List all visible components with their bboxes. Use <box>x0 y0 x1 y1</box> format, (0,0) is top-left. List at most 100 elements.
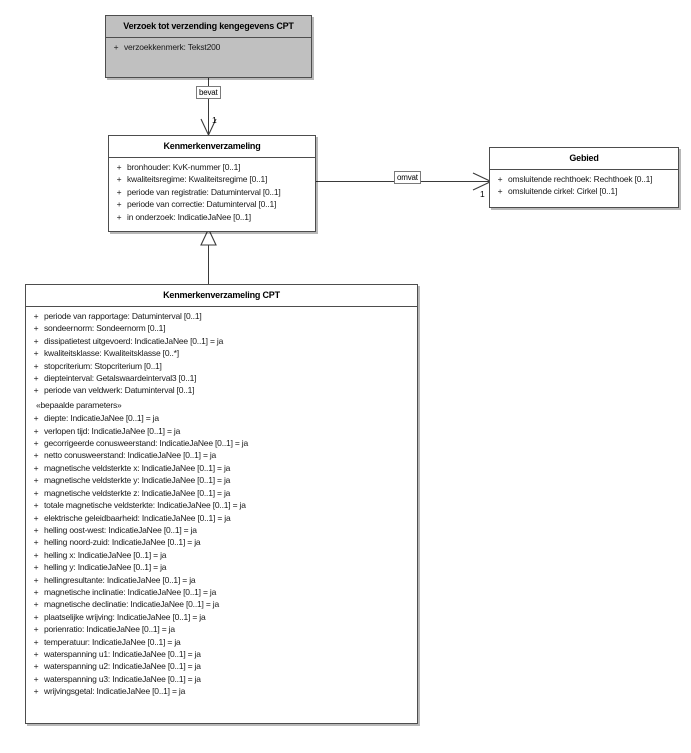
class-box-kenmerkenverzameling[interactable]: Kenmerkenverzameling + bronhouder: KvK-n… <box>108 135 316 232</box>
attribute-text: helling y: IndicatieJaNee [0..1] = ja <box>44 562 167 573</box>
attribute-visibility: + <box>33 425 39 436</box>
attribute-row: +helling oost-west: IndicatieJaNee [0..1… <box>28 524 415 536</box>
attribute-visibility: + <box>33 413 39 424</box>
attribute-text: kwaliteitsklasse: Kwaliteitsklasse [0..*… <box>44 348 179 359</box>
attribute-row: +temperatuur: IndicatieJaNee [0..1] = ja <box>28 636 415 648</box>
attribute-visibility: + <box>116 174 122 185</box>
attribute-visibility: + <box>33 549 39 560</box>
attribute-row: +stopcriterium: Stopcriterium [0..1] <box>28 360 415 372</box>
attribute-row: + magnetische inclinatie: IndicatieJaNee … <box>28 586 415 598</box>
attribute-row: + elektrische geleidbaarheid: IndicatieJa… <box>28 512 415 524</box>
attribute-visibility: + <box>33 323 39 334</box>
attribute-row: + diepteinterval: Getalswaardeinterval3 [… <box>28 372 415 384</box>
attribute-visibility: + <box>497 186 503 197</box>
edge-multiplicity-omvat: 1 <box>480 189 485 199</box>
attribute-text: elektrische geleidbaarheid: IndicatieJaN… <box>44 512 231 523</box>
attribute-row: + periode van veldwerk: Datuminterval [0.… <box>28 384 415 396</box>
attribute-stereotype-row: «bepaalde parameters» <box>28 397 415 412</box>
class-title-kenmerkenverzameling-cpt: Kenmerkenverzameling CPT <box>26 285 417 307</box>
attribute-row: + kwaliteitsklasse: Kwaliteitsklasse [0..… <box>28 347 415 359</box>
attribute-row: +waterspanning u1: IndicatieJaNee [0..1]… <box>28 648 415 660</box>
attribute-row: + kwaliteitsregime: Kwaliteitsregime [0.… <box>111 173 313 185</box>
attribute-stereotype-text: «bepaalde parameters» <box>36 399 122 410</box>
attribute-text: periode van registratie: Datuminterval [… <box>127 186 281 197</box>
class-box-kenmerkenverzameling-cpt[interactable]: Kenmerkenverzameling CPT + periode van ra… <box>25 284 418 724</box>
attribute-visibility: + <box>33 462 39 473</box>
attribute-visibility: + <box>33 373 39 384</box>
attribute-row: + porienratio: IndicatieJaNee [0..1] = ja <box>28 623 415 635</box>
attribute-row: +netto conusweerstand: IndicatieJaNee [0… <box>28 449 415 461</box>
attribute-visibility: + <box>116 186 122 197</box>
attribute-row: + periode van registratie: Datuminterval… <box>111 186 313 198</box>
attribute-text: temperatuur: IndicatieJaNee [0..1] = ja <box>44 636 181 647</box>
edge-label-omvat: omvat <box>394 171 421 184</box>
attribute-text: stopcriterium: Stopcriterium [0..1] <box>44 360 162 371</box>
attribute-row: + verzoekkenmerk: Tekst200 <box>108 41 309 53</box>
attribute-row: +magnetische veldsterkte x: IndicatieJaN… <box>28 462 415 474</box>
attribute-visibility: + <box>33 512 39 523</box>
attribute-visibility: + <box>116 162 122 172</box>
attribute-visibility: + <box>33 574 39 585</box>
connector-generalization-triangle <box>200 227 217 246</box>
attribute-row: +totale magnetische veldsterkte: Indicat… <box>28 499 415 511</box>
attribute-text: plaatselijke wrijving: IndicatieJaNee [0… <box>44 611 206 622</box>
connector-generalization-line <box>208 245 209 284</box>
connector-bevat-line <box>208 78 209 135</box>
attribute-text: porienratio: IndicatieJaNee [0..1] = ja <box>44 624 175 635</box>
attribute-text: verlopen tijd: IndicatieJaNee [0..1] = j… <box>44 425 181 436</box>
attribute-text: magnetische veldsterkte y: IndicatieJaNe… <box>44 475 231 486</box>
attribute-row: + omsluitende rechthoek: Rechthoek [0..1… <box>492 173 676 185</box>
attribute-text: totale magnetische veldsterkte: Indicati… <box>44 500 246 511</box>
attribute-row: + bronhouder: KvK-nummer [0..1] <box>111 161 313 173</box>
attribute-text: magnetische inclinatie: IndicatieJaNee [… <box>44 586 217 597</box>
attribute-visibility: + <box>33 487 39 498</box>
attribute-visibility: + <box>497 174 503 184</box>
attribute-text: periode van correctie: Datuminterval [0.… <box>127 199 277 210</box>
attribute-text: in onderzoek: IndicatieJaNee [0..1] <box>127 211 251 222</box>
attribute-text: sondeernorm: Sondeernorm [0..1] <box>44 323 166 334</box>
attribute-row: + plaatselijke wrijving: IndicatieJaNee [… <box>28 611 415 623</box>
attribute-visibility: + <box>116 211 122 222</box>
class-box-verzoek[interactable]: Verzoek tot verzending kengegevens CPT +… <box>105 15 312 78</box>
attribute-row: +dissipatietest uitgevoerd: IndicatieJaN… <box>28 335 415 347</box>
class-title-kenmerkenverzameling: Kenmerkenverzameling <box>109 136 315 158</box>
attribute-visibility: + <box>33 438 39 449</box>
attribute-row: +helling noord-zuid: IndicatieJaNee [0..… <box>28 536 415 548</box>
attribute-visibility: + <box>116 199 122 210</box>
attribute-text: magnetische veldsterkte z: IndicatieJaNe… <box>44 487 231 498</box>
attribute-text: kwaliteitsregime: Kwaliteitsregime [0..1… <box>127 174 268 185</box>
attribute-visibility: + <box>33 611 39 622</box>
attribute-visibility: + <box>33 586 39 597</box>
attribute-text: helling noord-zuid: IndicatieJaNee [0..1… <box>44 537 201 548</box>
attribute-text: waterspanning u2: IndicatieJaNee [0..1] … <box>44 661 201 672</box>
attribute-text: periode van rapportage: Datuminterval [0… <box>44 311 202 321</box>
attribute-visibility: + <box>33 348 39 359</box>
attribute-visibility: + <box>33 624 39 635</box>
attribute-row: + waterspanning u2: IndicatieJaNee [0..1]… <box>28 660 415 672</box>
attribute-row: +magnetische declinatie: IndicatieJaNee … <box>28 598 415 610</box>
attribute-row: + helling x: IndicatieJaNee [0..1] = ja <box>28 549 415 561</box>
class-box-gebied[interactable]: Gebied + omsluitende rechthoek: Rechthoe… <box>489 147 679 208</box>
attribute-visibility: + <box>113 42 119 52</box>
attribute-text: periode van veldwerk: Datuminterval [0..… <box>44 385 195 396</box>
class-attributes-kenmerkenverzameling: + bronhouder: KvK-nummer [0..1] + kwalit… <box>109 158 315 228</box>
attribute-visibility: + <box>33 450 39 461</box>
attribute-text: dissipatietest uitgevoerd: IndicatieJaNe… <box>44 335 224 346</box>
attribute-visibility: + <box>33 648 39 659</box>
attribute-visibility: + <box>33 385 39 396</box>
attribute-visibility: + <box>33 661 39 672</box>
class-title-verzoek: Verzoek tot verzending kengegevens CPT <box>106 16 311 38</box>
edge-label-bevat: bevat <box>196 86 221 99</box>
attribute-text: omsluitende cirkel: Cirkel [0..1] <box>508 186 618 197</box>
attribute-text: wrijvingsgetal: IndicatieJaNee [0..1] = … <box>44 686 186 697</box>
attribute-row: + verlopen tijd: IndicatieJaNee [0..1] = … <box>28 425 415 437</box>
attribute-text: diepteinterval: Getalswaardeinterval3 [0… <box>44 373 197 384</box>
class-attributes-kenmerkenverzameling-cpt: + periode van rapportage: Datuminterval [… <box>26 307 417 702</box>
attribute-row: + sondeernorm: Sondeernorm [0..1] <box>28 322 415 334</box>
attribute-text: helling x: IndicatieJaNee [0..1] = ja <box>44 549 167 560</box>
attribute-row: +wrijvingsgetal: IndicatieJaNee [0..1] =… <box>28 685 415 697</box>
attribute-row: +helling y: IndicatieJaNee [0..1] = ja <box>28 561 415 573</box>
attribute-row: + in onderzoek: IndicatieJaNee [0..1] <box>111 211 313 223</box>
attribute-row: +periode van rapportage: Datuminterval [… <box>28 310 415 322</box>
